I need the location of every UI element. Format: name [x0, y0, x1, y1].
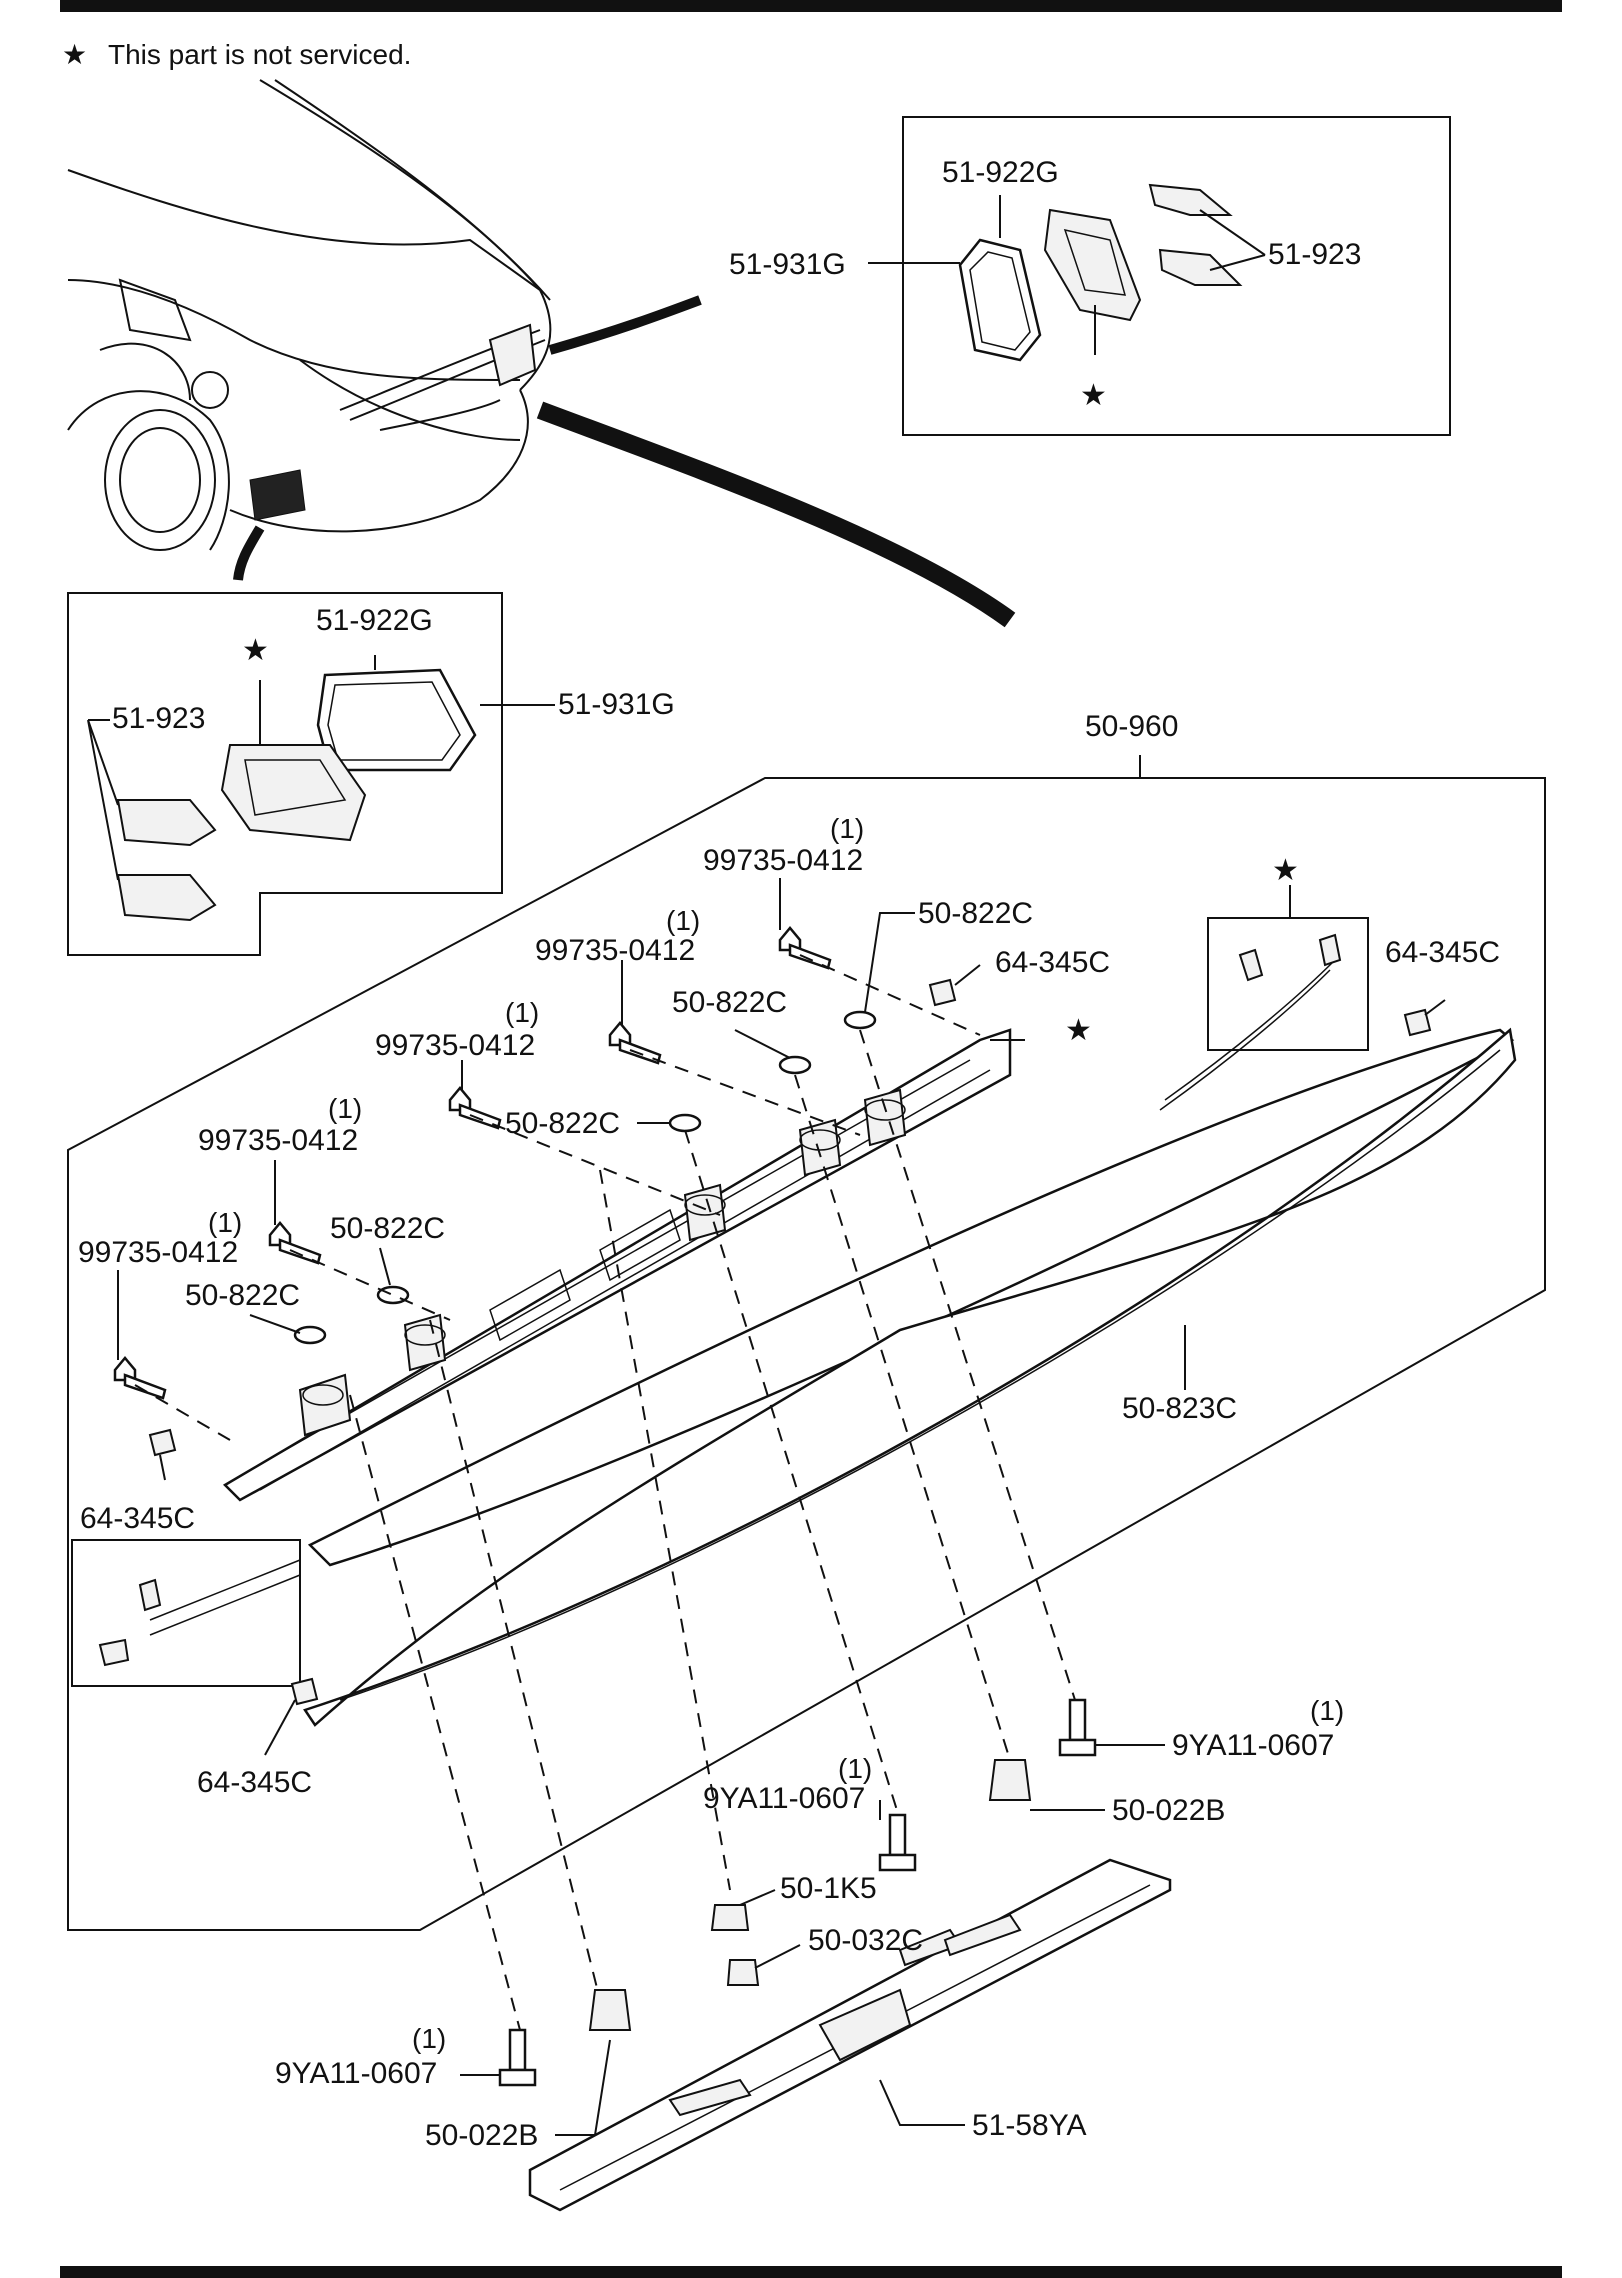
label-50-822C-4: 50-822C: [330, 1212, 445, 1245]
star-icon-strip: ★: [1272, 854, 1299, 887]
screw-2: [608, 1021, 662, 1065]
label-9YA11-0607-1: 9YA11-0607: [1172, 1729, 1334, 1762]
screws: [113, 926, 832, 1400]
label-51-923-lower: 51-923: [112, 702, 205, 735]
star-icon-upper: ★: [1080, 379, 1107, 412]
qty-s2: (1): [666, 905, 700, 936]
label-51-922G-lower: 51-922G: [316, 604, 433, 637]
qty-s4: (1): [328, 1093, 362, 1124]
top-border: [60, 0, 1562, 12]
star-icon-lamp: ★: [1065, 1014, 1092, 1047]
qty-b3: (1): [412, 2023, 446, 2054]
label-50-960: 50-960: [1085, 710, 1178, 743]
screw-3: [448, 1086, 502, 1130]
label-50-022B-2: 50-022B: [425, 2119, 538, 2152]
screw-1: [778, 926, 832, 970]
label-99735-0412-4: 99735-0412: [198, 1124, 358, 1157]
star-icon-lower: ★: [242, 634, 269, 667]
main-assembly-box: [67, 755, 1546, 1931]
clips: [148, 978, 1432, 1706]
bottom-fasteners: [498, 1698, 1097, 2087]
qty-s1: (1): [830, 813, 864, 844]
screw-4: [268, 1221, 322, 1265]
label-51-922G-upper: 51-922G: [942, 156, 1059, 189]
bottom-garnish: [528, 1858, 1172, 2212]
qty-b1: (1): [1310, 1695, 1344, 1726]
label-64-345C-3: 64-345C: [80, 1502, 195, 1535]
detail-box-lower: [67, 592, 555, 956]
label-99735-0412-3: 99735-0412: [375, 1029, 535, 1062]
label-99735-0412-5: 99735-0412: [78, 1236, 238, 1269]
washer-leaders: [249, 912, 915, 1334]
label-51-931G-upper: 51-931G: [729, 248, 846, 281]
label-50-032C: 50-032C: [808, 1924, 923, 1957]
label-50-822C-2: 50-822C: [672, 986, 787, 1019]
label-51-923-upper: 51-923: [1268, 238, 1361, 271]
label-9YA11-0607-2: 9YA11-0607: [703, 1782, 865, 1815]
label-51-58YA: 51-58YA: [972, 2109, 1087, 2142]
note-text: This part is not serviced.: [108, 39, 411, 70]
label-64-345C-4: 64-345C: [197, 1766, 312, 1799]
label-50-1K5: 50-1K5: [780, 1872, 877, 1905]
label-50-822C-1: 50-822C: [918, 897, 1033, 930]
label-51-931G-lower: 51-931G: [558, 688, 675, 721]
screw-leaders: [117, 878, 781, 1360]
label-64-345C-2: 64-345C: [1385, 936, 1500, 969]
note-star-icon: ★: [62, 39, 87, 70]
label-50-022B-1: 50-022B: [1112, 1794, 1225, 1827]
strip-detail-boxes: [71, 917, 1369, 1687]
detail-box-upper: [868, 116, 1451, 436]
clip-leaders: [159, 885, 1446, 1756]
bottom-border: [60, 2266, 1562, 2278]
label-99735-0412-1: 99735-0412: [703, 844, 863, 877]
label-64-345C-1: 64-345C: [995, 946, 1110, 979]
label-50-822C-3: 50-822C: [505, 1107, 620, 1140]
qty-s5: (1): [208, 1207, 242, 1238]
qty-b2: (1): [838, 1753, 872, 1784]
label-50-822C-5: 50-822C: [185, 1279, 300, 1312]
label-99735-0412-2: 99735-0412: [535, 934, 695, 967]
garnish-strip: [303, 1027, 1517, 1727]
screw-5: [113, 1356, 167, 1400]
qty-s3: (1): [505, 997, 539, 1028]
vehicle-illustration: [67, 79, 1016, 628]
label-50-823C: 50-823C: [1122, 1392, 1237, 1425]
assembly-lines: [134, 954, 1076, 2031]
label-9YA11-0607-3: 9YA11-0607: [275, 2057, 437, 2090]
